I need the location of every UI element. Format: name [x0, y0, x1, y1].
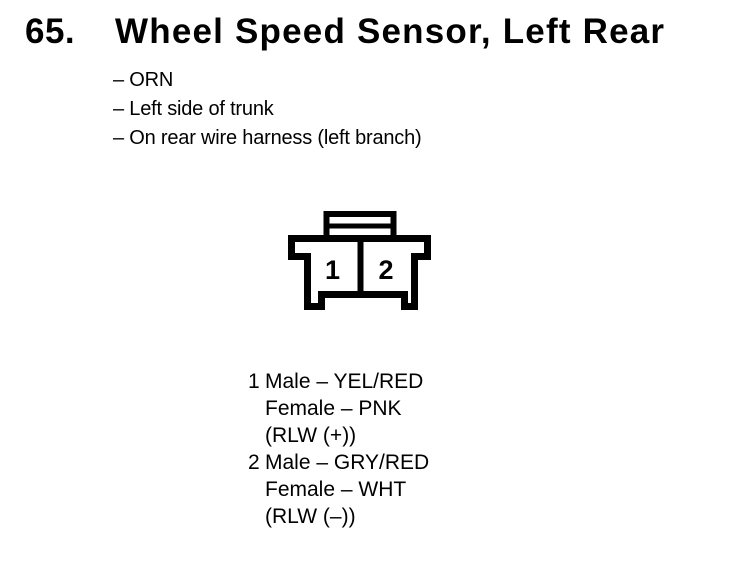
connector-diagram: 1 2 [288, 211, 431, 310]
cavity-1-label: 1 [325, 255, 340, 285]
pin-list: 1 Male – YEL/RED Female – PNK (RLW (+)) … [248, 368, 429, 530]
page-title: Wheel Speed Sensor, Left Rear [115, 12, 666, 51]
detail-list: – ORN – Left side of trunk – On rear wir… [113, 66, 422, 153]
cavity-2-label: 2 [378, 255, 393, 285]
pin-2-description: Male – GRY/RED Female – WHT (RLW (–)) [265, 449, 429, 530]
pin-1-signal: (RLW (+)) [265, 424, 357, 447]
pin-2-male-wire: Male – GRY/RED [265, 451, 430, 474]
pin-1-description: Male – YEL/RED Female – PNK (RLW (+)) [265, 368, 423, 449]
pin-1-female-wire: Female – PNK [265, 397, 402, 420]
pin-entry-2: 2 Male – GRY/RED Female – WHT (RLW (–)) [248, 449, 429, 530]
detail-line-harness: – On rear wire harness (left branch) [113, 127, 422, 149]
detail-line-color: – ORN [113, 69, 174, 91]
pin-2-female-wire: Female – WHT [265, 478, 407, 501]
detail-line-location: – Left side of trunk [113, 98, 274, 120]
pin-2-number: 2 [248, 451, 260, 474]
pin-2-signal: (RLW (–)) [265, 505, 356, 528]
pin-1-number: 1 [248, 370, 260, 393]
pin-1-male-wire: Male – YEL/RED [265, 370, 424, 393]
item-number: 65. [25, 12, 76, 51]
pin-entry-1: 1 Male – YEL/RED Female – PNK (RLW (+)) [248, 368, 429, 449]
